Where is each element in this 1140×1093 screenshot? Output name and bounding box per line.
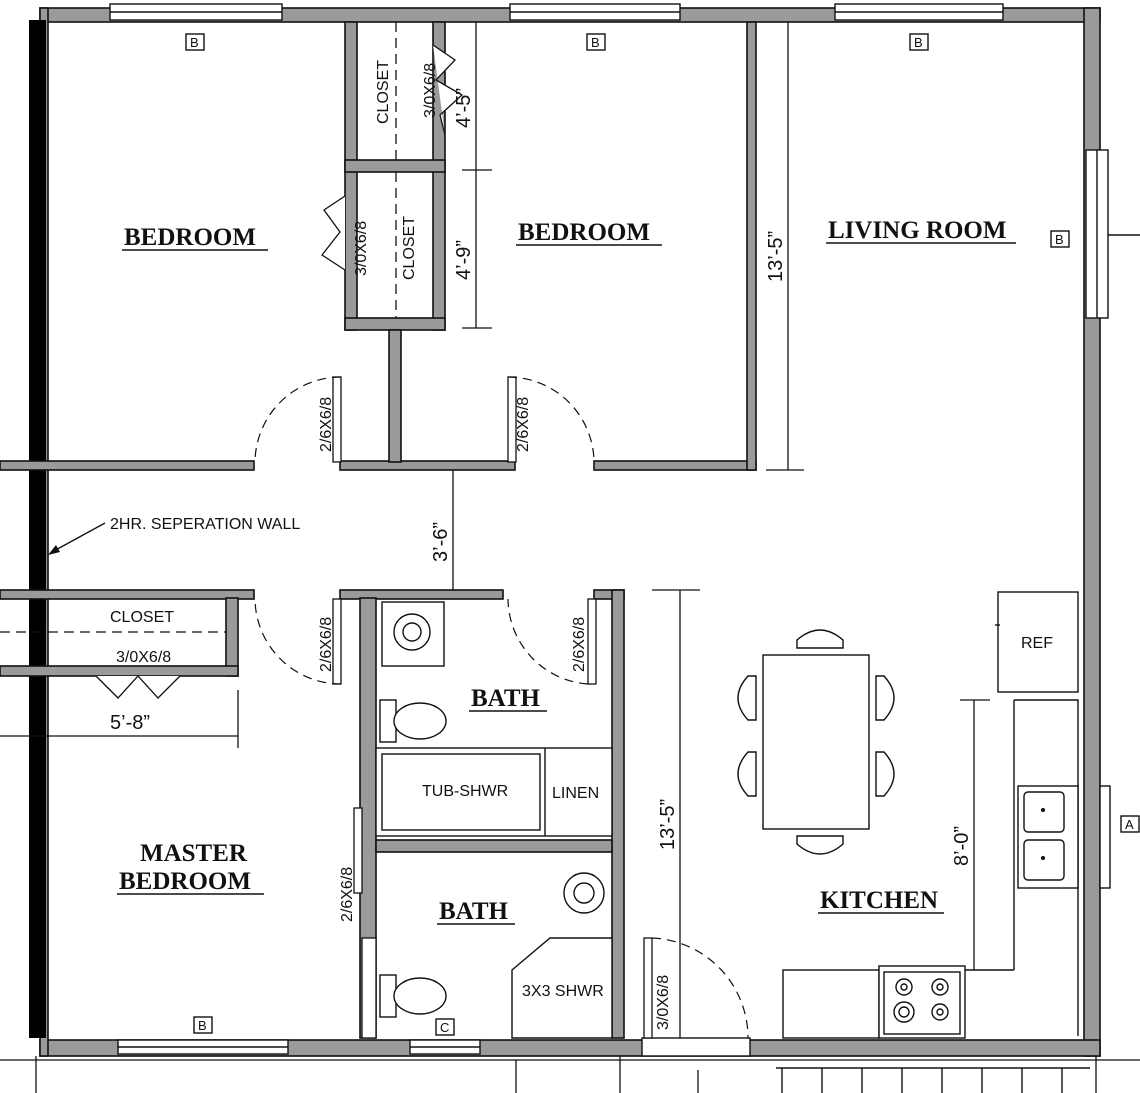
closet-door-upper: 3/0X6/8 — [422, 63, 439, 118]
window-tags: B B B B B A C — [185, 33, 1140, 1036]
tag-b-1: B — [190, 35, 199, 50]
bath-door-upper: 2/6X6/8 — [571, 617, 588, 672]
dim-closet-upper: 4’-5” — [453, 88, 475, 128]
room-bedroom-left: BEDROOM — [124, 224, 256, 251]
bottom-railing — [776, 1067, 1090, 1093]
room-master-line2: BEDROOM — [119, 868, 251, 895]
small-labels: CLOSET 3/0X6/8 CLOSET 3/0X6/8 2/6X6/8 2/… — [110, 60, 1053, 1030]
dim-closet-lower: 4’-9” — [453, 240, 475, 280]
master-closet-label: CLOSET — [110, 609, 174, 626]
tub-label: TUB-SHWR — [422, 783, 508, 800]
dim-counter: 8’-0” — [951, 826, 973, 866]
room-master-line1: MASTER — [140, 840, 248, 867]
bath-door-lower: 2/6X6/8 — [339, 867, 356, 922]
tag-b-4: B — [1055, 232, 1064, 247]
tag-b-3: B — [914, 35, 923, 50]
closet-bifold-doors — [95, 44, 464, 699]
closet-label-upper: CLOSET — [375, 60, 392, 124]
dimension-text: 4’-5” 4’-9” 13’-5” 3’-6” 5’-8” 13’-5” 8’… — [110, 88, 973, 866]
ref-label: REF — [1021, 635, 1053, 652]
master-closet-door: 3/0X6/8 — [116, 649, 171, 666]
dim-master-closet: 5’-8” — [110, 712, 150, 734]
shower-label: 3X3 SHWR — [522, 983, 604, 1000]
top-windows — [109, 3, 1004, 21]
closets — [0, 22, 397, 633]
separation-wall-label: 2HR. SEPERATION WALL — [110, 516, 300, 533]
linen-label: LINEN — [552, 785, 599, 802]
dim-hall: 3’-6” — [430, 522, 452, 562]
bedroom-door-left: 2/6X6/8 — [318, 397, 335, 452]
dim-kitchen-height: 13’-5” — [657, 799, 679, 850]
entry-door-label: 3/0X6/8 — [655, 975, 672, 1030]
dimension-lines — [0, 22, 1140, 1093]
tag-a: A — [1125, 817, 1134, 832]
dim-living-height: 13’-5” — [765, 231, 787, 282]
tag-b-2: B — [591, 35, 600, 50]
room-bath-upper: BATH — [471, 685, 541, 712]
room-kitchen: KITCHEN — [820, 887, 938, 914]
room-bedroom-center: BEDROOM — [518, 219, 650, 246]
closet-label-lower: CLOSET — [401, 216, 418, 280]
bedroom-door-center: 2/6X6/8 — [515, 397, 532, 452]
bottom-windows — [117, 1037, 751, 1057]
kitchen-fixtures — [737, 591, 1111, 1039]
room-labels: BEDROOM BEDROOM LIVING ROOM MASTER BEDRO… — [117, 217, 1016, 925]
closet-door-lower: 3/0X6/8 — [353, 221, 370, 276]
door-swings — [254, 376, 749, 1039]
right-window — [1085, 149, 1140, 319]
tag-b-5: B — [198, 1018, 207, 1033]
room-bath-lower: BATH — [439, 898, 509, 925]
master-door: 2/6X6/8 — [318, 617, 335, 672]
bath-fixtures — [375, 601, 613, 1039]
separation-wall — [29, 20, 46, 1038]
tag-c: C — [440, 1020, 449, 1035]
room-living: LIVING ROOM — [828, 217, 1006, 244]
